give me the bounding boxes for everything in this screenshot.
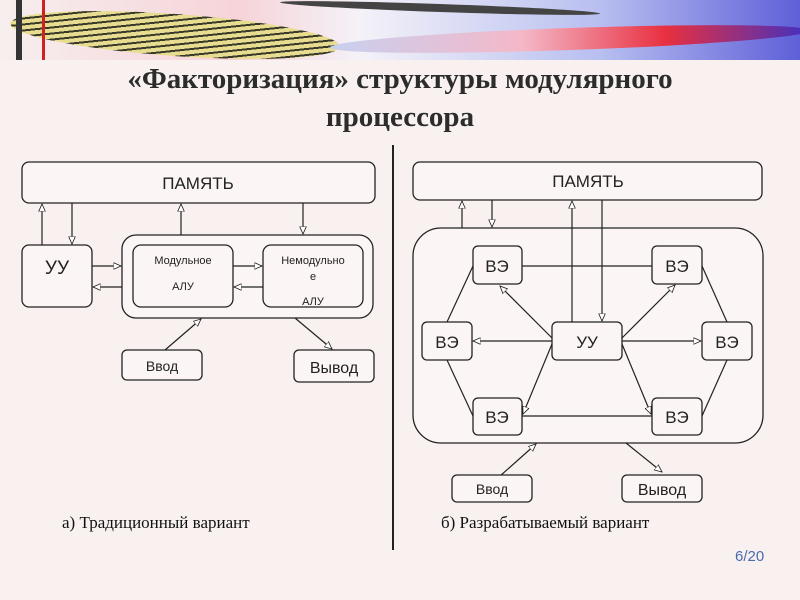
nonmodular-alu-label-1: Немодульно <box>281 255 345 267</box>
right-input-label: Ввод <box>476 481 508 497</box>
page-number: 6/20 <box>735 548 765 565</box>
right-input-box <box>451 474 533 503</box>
element-top-right <box>651 245 703 285</box>
left-input-box <box>121 349 203 381</box>
caption-traditional: а) Традиционный вариант <box>62 513 250 532</box>
modular-alu-label-2: АЛУ <box>172 281 195 293</box>
left-input-label: Ввод <box>146 358 178 374</box>
right-control-unit-label: УУ <box>576 333 598 352</box>
element-label: ВЭ <box>435 333 459 352</box>
left-memory-box <box>21 161 376 204</box>
ring-links <box>446 265 728 417</box>
left-control-unit-box <box>21 244 93 308</box>
nonmodular-alu-box <box>262 244 364 308</box>
left-output-label: Вывод <box>310 360 359 377</box>
element-label: ВЭ <box>665 257 689 276</box>
right-memory-label: ПАМЯТЬ <box>552 172 624 191</box>
decorative-banner <box>0 0 800 60</box>
element-bottom-right <box>651 397 703 436</box>
element-label: ВЭ <box>715 333 739 352</box>
left-memory-label: ПАМЯТЬ <box>162 174 234 193</box>
modular-alu-box <box>132 244 234 308</box>
element-bottom-left <box>472 397 523 436</box>
element-right <box>701 321 753 361</box>
right-memory-box <box>412 161 763 201</box>
modular-alu-label-1: Модульное <box>154 255 211 267</box>
right-control-unit-box <box>551 321 623 361</box>
left-arrows <box>42 203 332 351</box>
slide-title: «Факторизация» структуры модулярного про… <box>0 60 800 136</box>
title-line-1: «Факторизация» структуры модулярного <box>127 63 673 95</box>
title-line-2: процессора <box>325 101 475 133</box>
element-top-left <box>472 245 523 285</box>
left-output-box <box>293 349 375 383</box>
nonmodular-alu-label-2: е <box>310 271 316 283</box>
element-label: ВЭ <box>485 257 509 276</box>
element-left <box>421 321 473 361</box>
caption-proposed: б) Разрабатываемый вариант <box>441 513 650 532</box>
element-label: ВЭ <box>485 408 509 427</box>
nonmodular-alu-label-3: АЛУ <box>302 296 325 308</box>
right-output-label: Вывод <box>638 482 687 499</box>
element-label: ВЭ <box>665 408 689 427</box>
right-arrows <box>462 200 701 477</box>
left-control-unit-label: УУ <box>45 258 70 279</box>
right-output-box <box>621 474 703 503</box>
